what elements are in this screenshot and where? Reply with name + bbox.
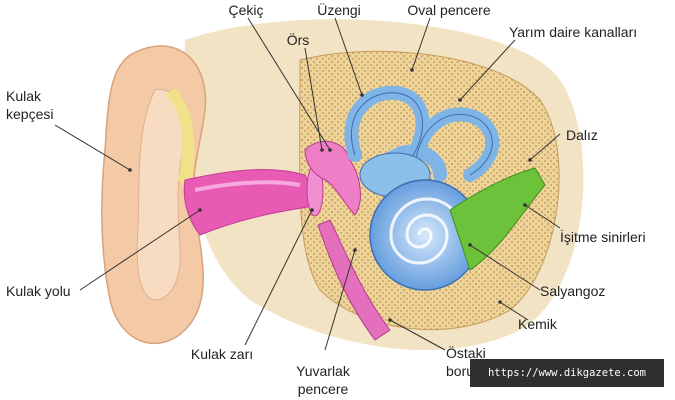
- label-oval-pencere: Oval pencere: [407, 2, 491, 18]
- canal-highlight: [194, 180, 301, 192]
- label-yuvarlak-1: Yuvarlak: [296, 363, 350, 379]
- ossicles-shape: [304, 140, 361, 216]
- pinna-inner: [136, 89, 186, 301]
- label-uzengi: Üzengi: [317, 2, 361, 18]
- label-kemik: Kemik: [518, 316, 557, 332]
- label-isitme-sinirleri: İşitme sinirleri: [560, 229, 646, 245]
- label-salyangoz: Salyangoz: [540, 283, 606, 299]
- label-daliz: Dalız: [566, 127, 598, 143]
- label-yarim-daire: Yarım daire kanalları: [509, 24, 638, 40]
- label-ors: Örs: [286, 32, 310, 48]
- auditory-nerve-shape: [449, 167, 546, 271]
- label-kulak-kepcesi-1: Kulak: [6, 88, 42, 104]
- label-kulak-kepcesi-2: kepçesi: [6, 106, 54, 122]
- label-kulak-yolu: Kulak yolu: [6, 283, 71, 299]
- eustachian-tube-shape: [317, 219, 391, 341]
- leader-lines: [54, 17, 561, 351]
- leader-arrowheads: [128, 68, 532, 322]
- label-cekic: Çekiç: [228, 2, 264, 18]
- watermark-url: https://www.dikgazete.com: [470, 359, 664, 387]
- cochlea-spiral: [389, 197, 465, 265]
- label-ostaki-1: Östaki: [446, 345, 486, 361]
- label-kulak-zari: Kulak zarı: [190, 346, 254, 362]
- label-yuvarlak-2: pencere: [297, 381, 349, 397]
- cartilage-yellow: [165, 88, 195, 190]
